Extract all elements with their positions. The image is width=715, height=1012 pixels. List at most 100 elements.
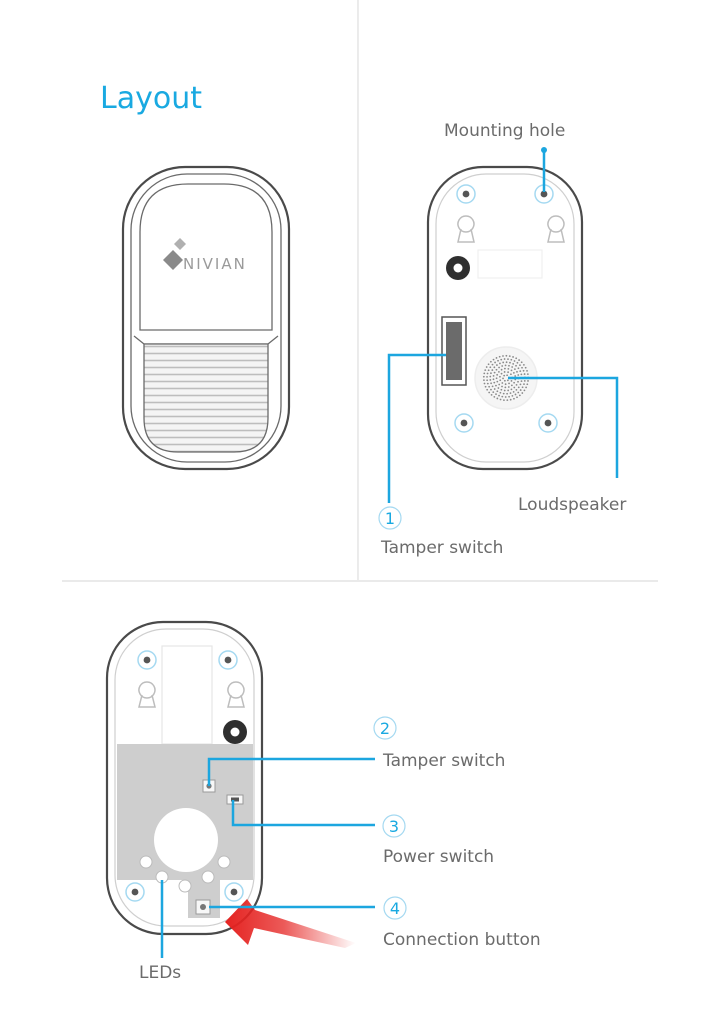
screw-hole [454,413,474,433]
grille-dot [499,362,501,365]
grille-dot [491,369,494,371]
grille-dot [519,370,522,373]
grille-dot [514,393,517,396]
grille-dot [504,364,507,367]
grille-dot [499,391,502,394]
grille-dot [503,379,506,382]
grille-dot [501,382,504,384]
grille-dot [493,366,496,369]
grille-dot [499,379,502,382]
grille-dot [502,392,505,395]
label-power-switch: Power switch [383,847,494,867]
label-tamper-switch-1: Tamper switch [380,538,503,558]
grille-dot [492,358,495,361]
grille-dot [493,388,496,390]
grille-dot [502,355,504,357]
keyhole-icon [138,681,156,708]
power-switch-leader [231,800,375,827]
red-arrow-icon [225,899,356,948]
grille-dot [486,372,489,375]
grille-dot [483,372,486,375]
grille-dot [500,358,503,361]
grille-dot [512,363,515,365]
grille-dot [513,381,516,384]
grille-dot [496,373,499,376]
grille-dot [515,357,518,360]
grille-dot [490,393,493,396]
tamper-switch-1-leader [387,353,446,503]
brand-logo-icon [163,238,186,270]
grille-dot [484,369,487,372]
grille-dot [511,394,514,397]
grille-dot [493,381,496,384]
grille-dot [485,366,488,368]
grille-dot [486,375,488,378]
grille-dot [492,378,495,381]
grille-dot [514,368,516,370]
loudspeaker-leader [508,376,619,478]
grille-dot [522,363,525,366]
grille-dot [504,396,507,398]
grille-dot [505,354,508,357]
grille-dot [515,384,518,386]
grille-dot [490,372,492,375]
speaker-opening [154,808,218,872]
grille-dot [498,394,500,397]
grille-dot [504,386,507,389]
grille-dot [513,360,516,362]
keyhole-icon [457,215,475,243]
grille-dot [510,388,513,391]
grille-dot [510,369,513,372]
grille-dot [507,389,510,392]
grille-dot [517,367,520,370]
grille-dot [496,390,499,393]
number-badge-3 [382,814,406,838]
grille-dot [509,398,512,401]
grille-dot [525,386,527,389]
number-1: 1 [385,509,395,528]
grille-dot [493,371,496,374]
grille-dot [501,385,503,388]
grille-dot [487,363,490,366]
grille-dot [503,358,506,360]
grille-dot [524,366,527,369]
label-tamper-switch-2: Tamper switch [382,751,505,771]
grille-dot [488,391,491,394]
grille-dot [513,386,516,389]
grille-dot [483,382,486,385]
grille-dot [482,375,485,378]
grille-dot [506,392,509,395]
grille-dot [515,364,517,367]
grille-dot [495,357,498,359]
grille-dot [497,387,500,389]
label-leds: LEDs [139,963,181,983]
grille-dot [495,377,498,380]
grille-dot [500,372,503,375]
grille-dot [514,375,517,377]
grille-dot [512,356,514,358]
grille-dot [505,361,508,364]
page-title: Layout [100,81,202,116]
grille-dot [491,385,494,388]
grille-dot [508,382,510,385]
grille-dot [509,392,512,395]
grille-dot [506,374,509,377]
grille-dot [500,368,503,371]
label-mounting-hole: Mounting hole [444,121,565,141]
grille-dot [503,374,506,377]
number-badge-4 [383,896,407,920]
grille-dot [493,395,496,398]
grille-dot [501,365,504,367]
grille-dot [523,383,525,386]
number-badge-1 [378,506,402,530]
grille-dot [507,368,510,370]
grille-dot [487,369,490,372]
tamper-switch [446,322,462,380]
grille-dot [519,383,522,386]
number-4: 4 [390,899,400,918]
grille-dot [520,373,523,376]
grille-dot [490,382,493,385]
sensor-lens [143,343,269,453]
grille-dot [503,371,506,373]
